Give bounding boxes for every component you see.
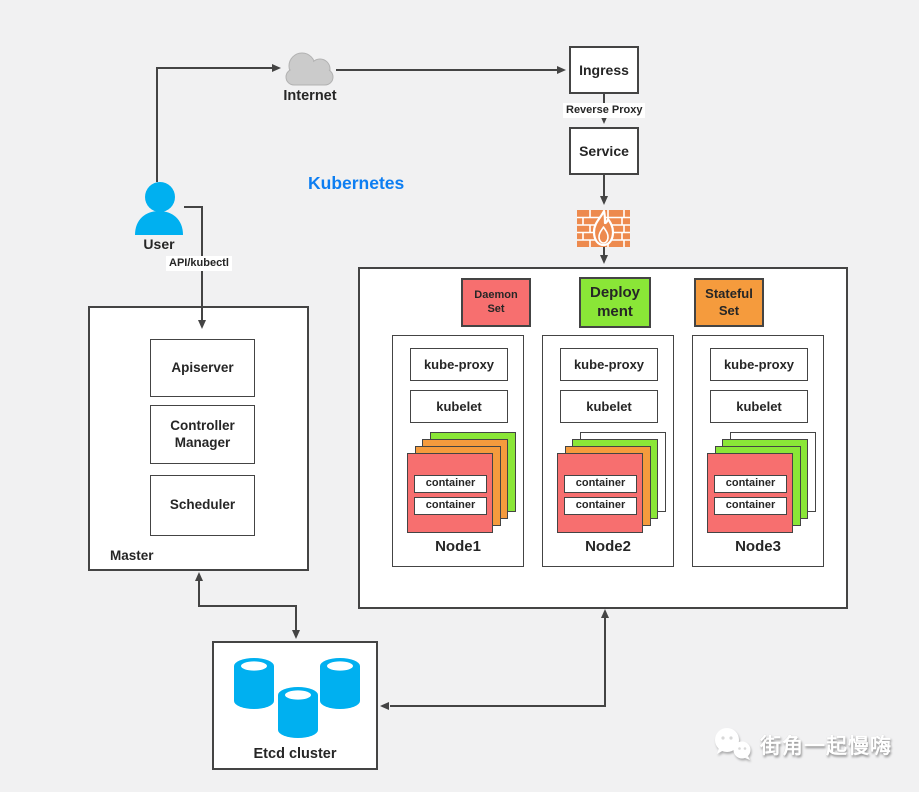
- master-box: Apiserver Controller Manager Scheduler M…: [88, 306, 309, 571]
- kube-proxy-box: kube-proxy: [560, 348, 658, 381]
- kube-proxy-box: kube-proxy: [710, 348, 808, 381]
- internet-cloud-icon: [281, 50, 337, 95]
- node-name: Node2: [585, 538, 631, 555]
- container-box: container: [414, 475, 487, 493]
- watermark-text: 街角一起慢嗨: [760, 735, 892, 758]
- ingress-box: Ingress: [569, 46, 639, 94]
- reverse-proxy-label: Reverse Proxy: [563, 103, 646, 118]
- container-box: container: [714, 475, 787, 493]
- pod-stack: container container: [557, 432, 667, 534]
- master-label: Master: [110, 548, 154, 563]
- container-box: container: [714, 497, 787, 515]
- pod-card-front: container container: [707, 453, 793, 533]
- node2-box: kube-proxy kubelet container container N…: [542, 335, 674, 567]
- deployment-badge: Deploy ment: [579, 277, 651, 328]
- kubelet-box: kubelet: [710, 390, 808, 423]
- database-cylinder-icon: [276, 686, 320, 746]
- user-icon: [133, 182, 185, 241]
- stateful-set-badge: Stateful Set: [694, 278, 764, 327]
- wechat-bubbles-icon: [715, 728, 751, 760]
- user-label: User: [143, 236, 175, 252]
- node1-box: kube-proxy kubelet container container N…: [392, 335, 524, 567]
- kubelet-box: kubelet: [410, 390, 508, 423]
- diagram-title: Kubernetes: [308, 173, 405, 193]
- apiserver-box: Apiserver: [150, 339, 255, 397]
- daemon-set-badge: Daemon Set: [461, 278, 531, 327]
- etcd-label: Etcd cluster: [253, 746, 337, 762]
- pod-stack: container container: [707, 432, 817, 534]
- cluster-box: Daemon Set Deploy ment Stateful Set kube…: [358, 267, 848, 609]
- node-name: Node3: [735, 538, 781, 555]
- node-name: Node1: [435, 538, 481, 555]
- controller-manager-box: Controller Manager: [150, 405, 255, 464]
- pod-stack: container container: [407, 432, 517, 534]
- kubelet-box: kubelet: [560, 390, 658, 423]
- etcd-box: Etcd cluster: [212, 641, 378, 770]
- pod-card-front: container container: [557, 453, 643, 533]
- firewall-icon: [577, 209, 630, 252]
- container-box: container: [564, 475, 637, 493]
- node3-box: kube-proxy kubelet container container N…: [692, 335, 824, 567]
- scheduler-box: Scheduler: [150, 475, 255, 536]
- container-box: container: [564, 497, 637, 515]
- kube-proxy-box: kube-proxy: [410, 348, 508, 381]
- database-cylinder-icon: [318, 657, 362, 717]
- api-kubectl-label: API/kubectl: [166, 256, 232, 271]
- database-cylinder-icon: [232, 657, 276, 717]
- pod-card-front: container container: [407, 453, 493, 533]
- service-box: Service: [569, 127, 639, 175]
- container-box: container: [414, 497, 487, 515]
- watermark: 街角一起慢嗨: [712, 726, 892, 764]
- internet-label: Internet: [283, 88, 337, 104]
